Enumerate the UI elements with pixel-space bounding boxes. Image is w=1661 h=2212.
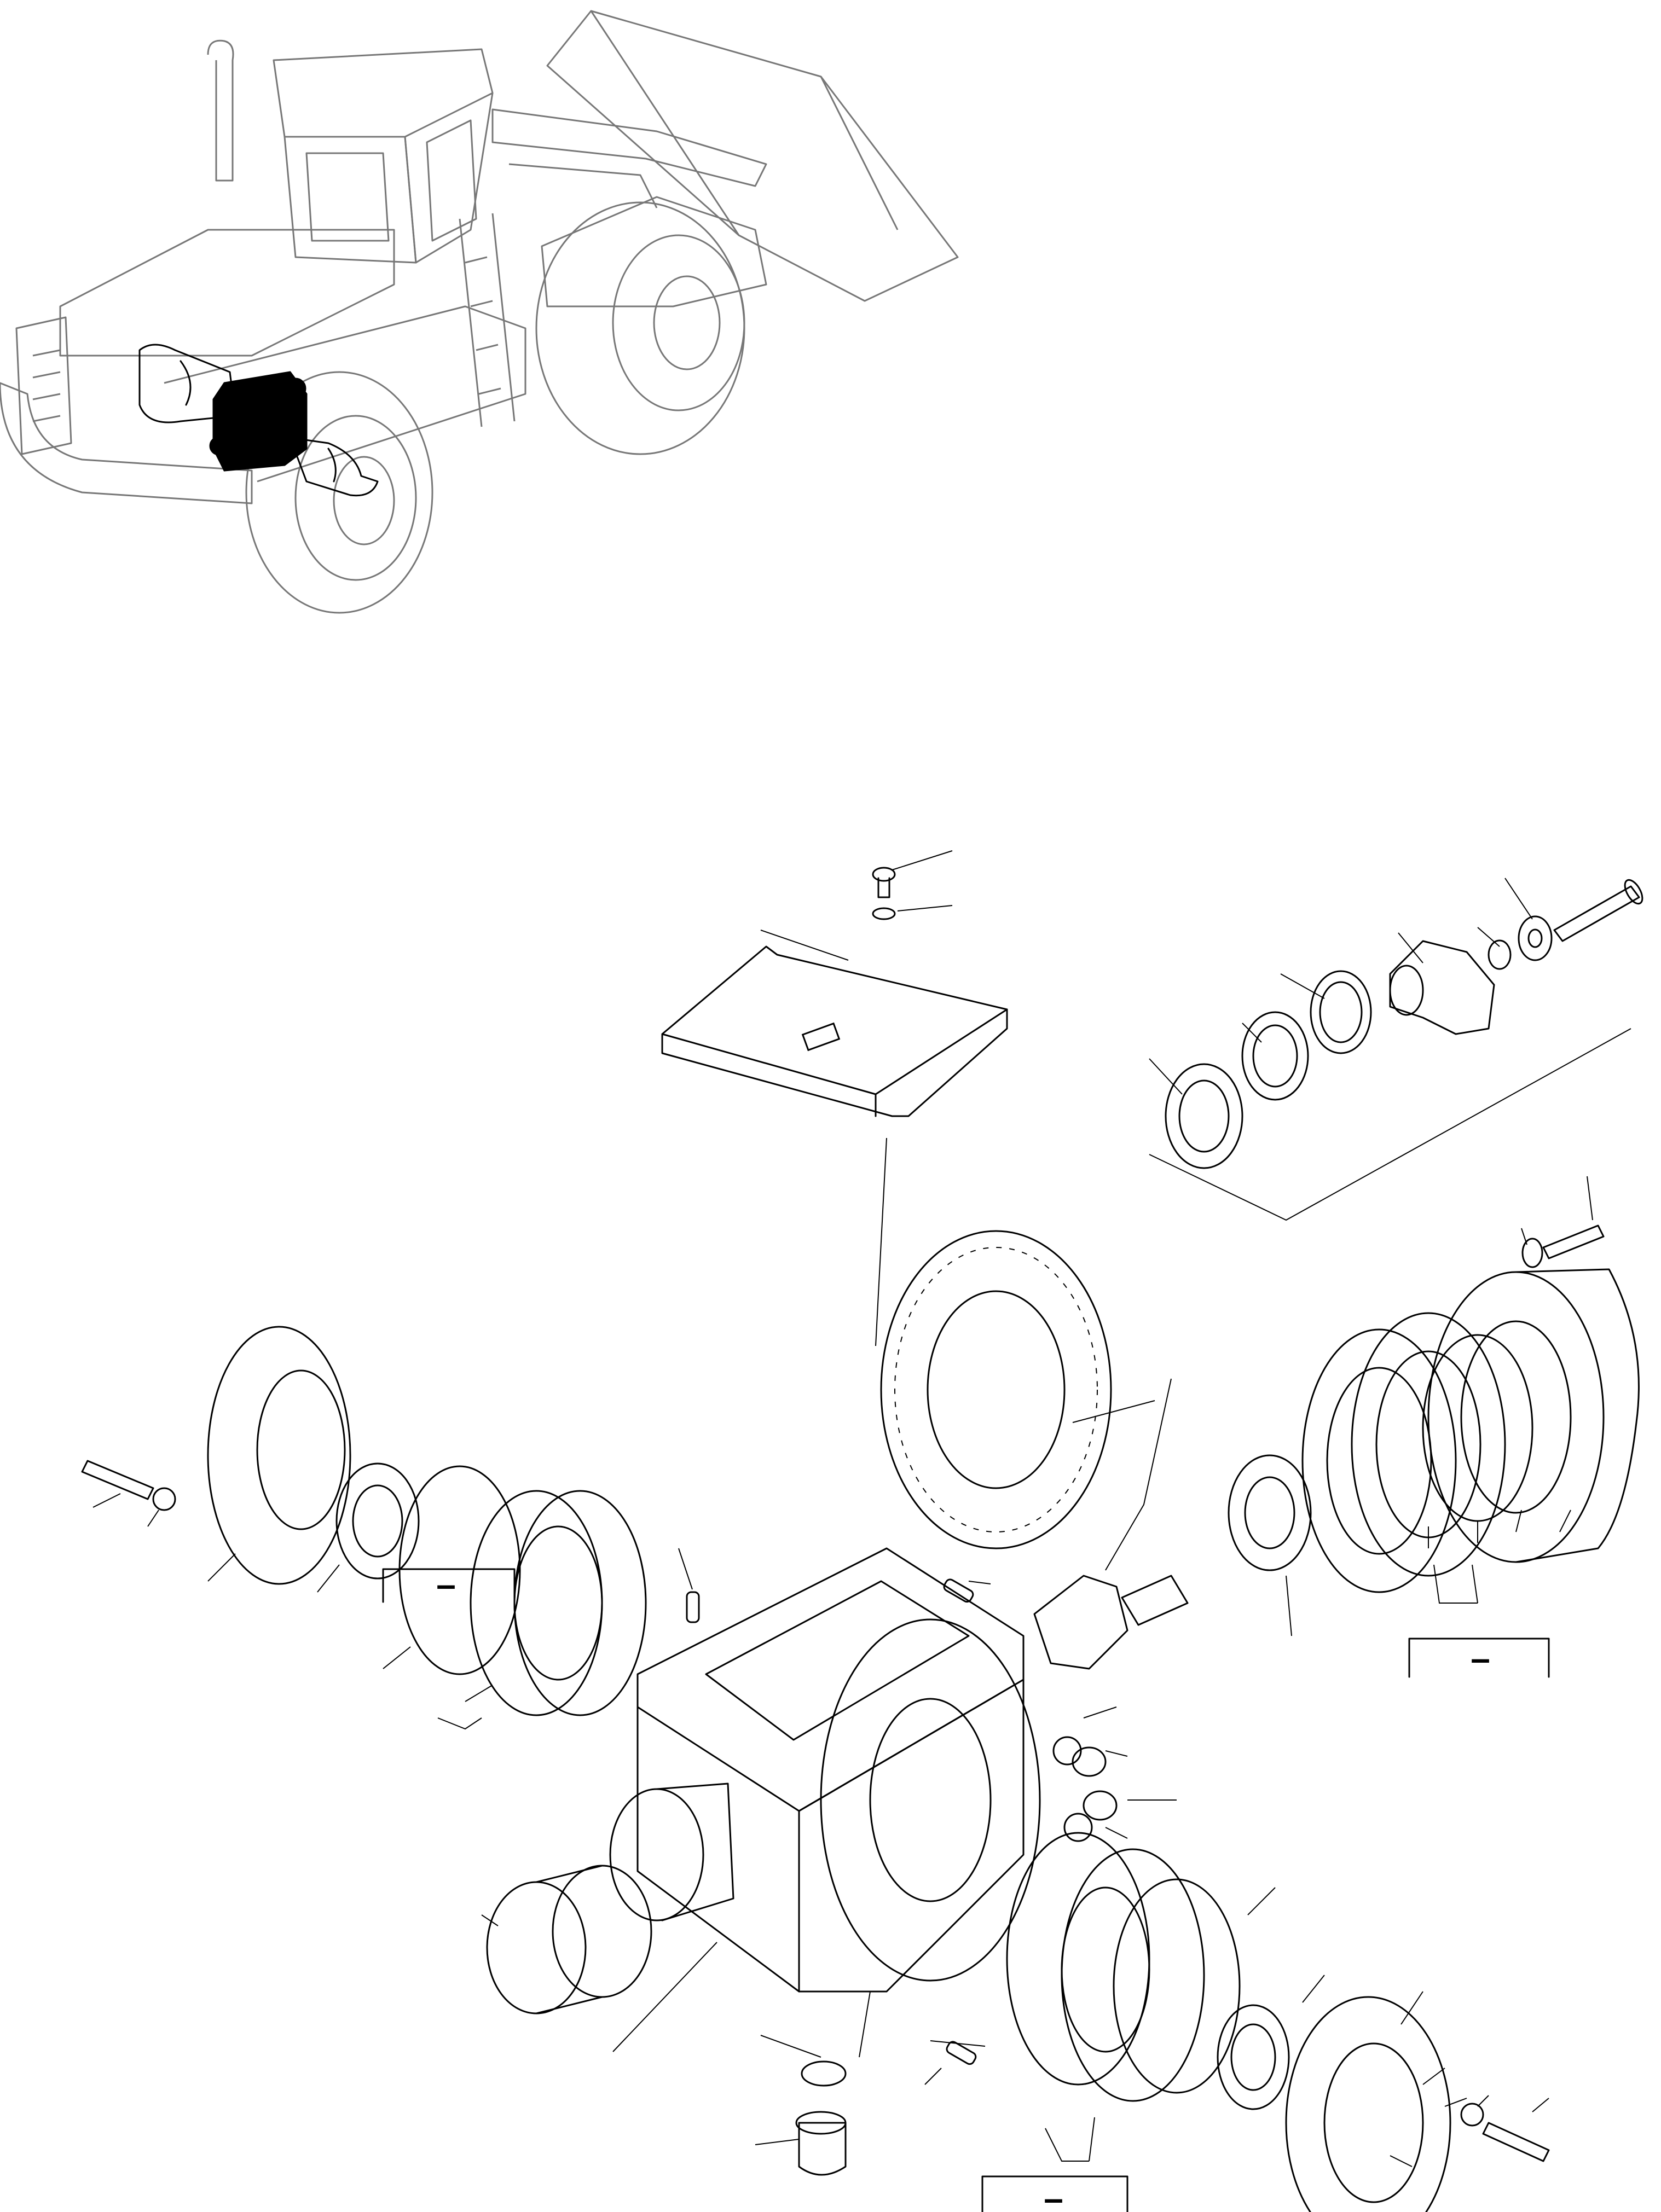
input-bearing-2 — [1165, 1063, 1243, 1169]
right-flange-bolt — [1521, 1224, 1605, 1268]
right-flange-housing — [1427, 1268, 1640, 1563]
lower-flange — [1285, 1996, 1451, 2212]
left-flange — [207, 1326, 351, 1585]
kit-box-right-label: – — [1471, 1639, 1490, 1678]
input-seal — [1310, 970, 1372, 1054]
leader-lines — [92, 850, 1593, 2167]
kit-box-left-label: – — [436, 1565, 456, 1604]
lower-o-ring — [1113, 1878, 1241, 2094]
left-o-ring — [398, 1465, 521, 1675]
input-bearing-1 — [1241, 1011, 1309, 1101]
lower-shims — [1006, 1832, 1205, 2102]
kit-box-bottom: – — [981, 2175, 1128, 2212]
drain-plugs — [1052, 1736, 1118, 1842]
pinion-shaft — [1033, 1575, 1189, 1670]
input-group-bracket — [1149, 1028, 1631, 1221]
driveline-highlight — [138, 344, 379, 497]
right-shims — [1301, 1312, 1506, 1593]
left-shims — [470, 1490, 647, 1716]
left-bolt — [81, 1460, 176, 1511]
kit-box-left: – — [382, 1565, 516, 1604]
gearbox-housing — [636, 1547, 1041, 1993]
cover-plate — [661, 945, 1008, 1117]
bottom-plug — [795, 2060, 847, 2176]
input-washer — [1488, 915, 1553, 970]
right-bearing — [1228, 1454, 1312, 1571]
ring-gear — [880, 1230, 1112, 1549]
kit-box-right: – — [1408, 1638, 1550, 1678]
dowel-pin — [686, 1578, 977, 2065]
left-bearing — [335, 1462, 420, 1580]
lower-bearing — [1217, 2004, 1290, 2110]
housing-boss — [609, 1783, 734, 1921]
lower-bolt — [1460, 2103, 1550, 2162]
input-bolt — [1553, 879, 1643, 942]
sleeve — [486, 1865, 652, 2014]
kit-box-bottom-label: – — [1044, 2179, 1063, 2212]
right-o-ring — [1422, 1334, 1533, 1522]
transfer-gearbox-icon — [209, 371, 308, 472]
cover-bolt — [872, 867, 896, 920]
input-flange — [1389, 940, 1495, 1035]
wheel-loader-icon — [0, 10, 959, 614]
